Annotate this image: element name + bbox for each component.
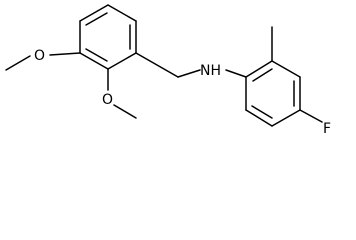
- fluorine-label: F: [323, 121, 331, 137]
- chemical-structure-diagram: NH F O O: [5, 4, 331, 137]
- double-bond-inner: [251, 105, 273, 119]
- bond: [79, 4, 109, 22]
- bond: [271, 109, 301, 127]
- double-bond-inner: [85, 12, 108, 26]
- double-bond-inner: [252, 68, 273, 82]
- nh-label: NH: [200, 63, 221, 79]
- bond: [245, 60, 273, 78]
- bond: [107, 52, 137, 70]
- bond: [79, 52, 109, 70]
- bond: [177, 69, 201, 78]
- double-bond-inner: [85, 48, 108, 62]
- methoxy-oxygen-bottom-label: O: [102, 92, 113, 108]
- bond: [107, 4, 137, 22]
- dimethoxybenzene-ring: [79, 4, 137, 70]
- bond: [299, 109, 323, 123]
- bond: [5, 55, 31, 71]
- bond: [135, 52, 179, 78]
- fluoromethylbenzene-ring: [245, 60, 301, 127]
- bond: [49, 52, 81, 56]
- methoxy-oxygen-top-label: O: [34, 48, 45, 64]
- bond: [113, 104, 137, 119]
- bond: [225, 69, 247, 78]
- bond: [245, 109, 273, 127]
- bond: [271, 60, 301, 78]
